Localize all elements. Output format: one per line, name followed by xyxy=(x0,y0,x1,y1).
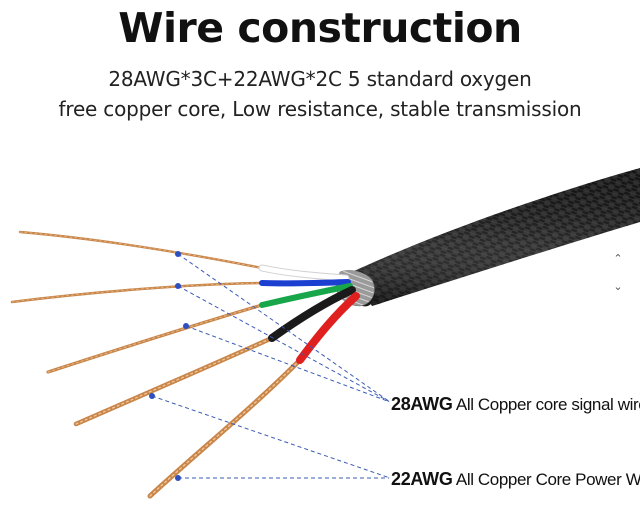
power-wire-description: All Copper Core Power Wire xyxy=(452,470,640,489)
page-title: Wire construction xyxy=(118,4,522,52)
power-wire-gauge: 22AWG xyxy=(391,469,453,489)
callout-guide-lines xyxy=(151,253,391,479)
signal-wire-gauge: 28AWG xyxy=(391,394,453,414)
callout-power-wire: 22AWG All Copper Core Power Wire xyxy=(389,469,640,490)
signal-wire-description: All Copper core signal wire xyxy=(452,395,640,414)
braided-cable-jacket xyxy=(349,168,640,307)
chevron-down-icon[interactable]: ⌄ xyxy=(613,279,623,293)
copper-strands xyxy=(10,230,303,499)
subtitle-line-2: free copper core, Low resistance, stable… xyxy=(58,97,582,121)
chevron-up-icon[interactable]: ⌃ xyxy=(613,251,623,265)
callout-signal-wire: 28AWG All Copper core signal wire xyxy=(389,394,640,415)
insulated-cores xyxy=(258,264,360,364)
callout-anchor-dots xyxy=(149,251,189,481)
subtitle-line-1: 28AWG*3C+22AWG*2C 5 standard oxygen xyxy=(108,67,532,91)
